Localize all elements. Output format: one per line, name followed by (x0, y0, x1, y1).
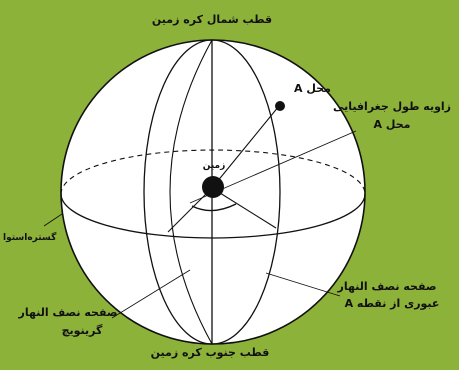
longitude-angle-label-line2: محل A (374, 118, 411, 131)
meridian-a-label-line1: صفحه نصف النهار (338, 280, 437, 293)
earth-center-dot (202, 176, 224, 198)
leader-equator (44, 214, 62, 226)
greenwich-meridian-label-line1: صفحه نصف النهار (19, 306, 118, 319)
north-pole-label: قطب شمال کره زمین (152, 13, 272, 26)
location-a-label: محل A (294, 82, 331, 95)
longitude-angle-label-line1: زاویه طول جغرافیایی (333, 100, 451, 113)
equator-label: گستره‌استوا (3, 232, 56, 245)
greenwich-meridian-label-line2: گرینویچ (62, 324, 103, 337)
earth-center-label: زمین (203, 160, 226, 173)
location-a-dot (275, 101, 285, 111)
meridian-a-label-line2: عبوری از نقطه A (345, 297, 440, 310)
south-pole-label: قطب جنوب کره زمین (151, 346, 270, 359)
